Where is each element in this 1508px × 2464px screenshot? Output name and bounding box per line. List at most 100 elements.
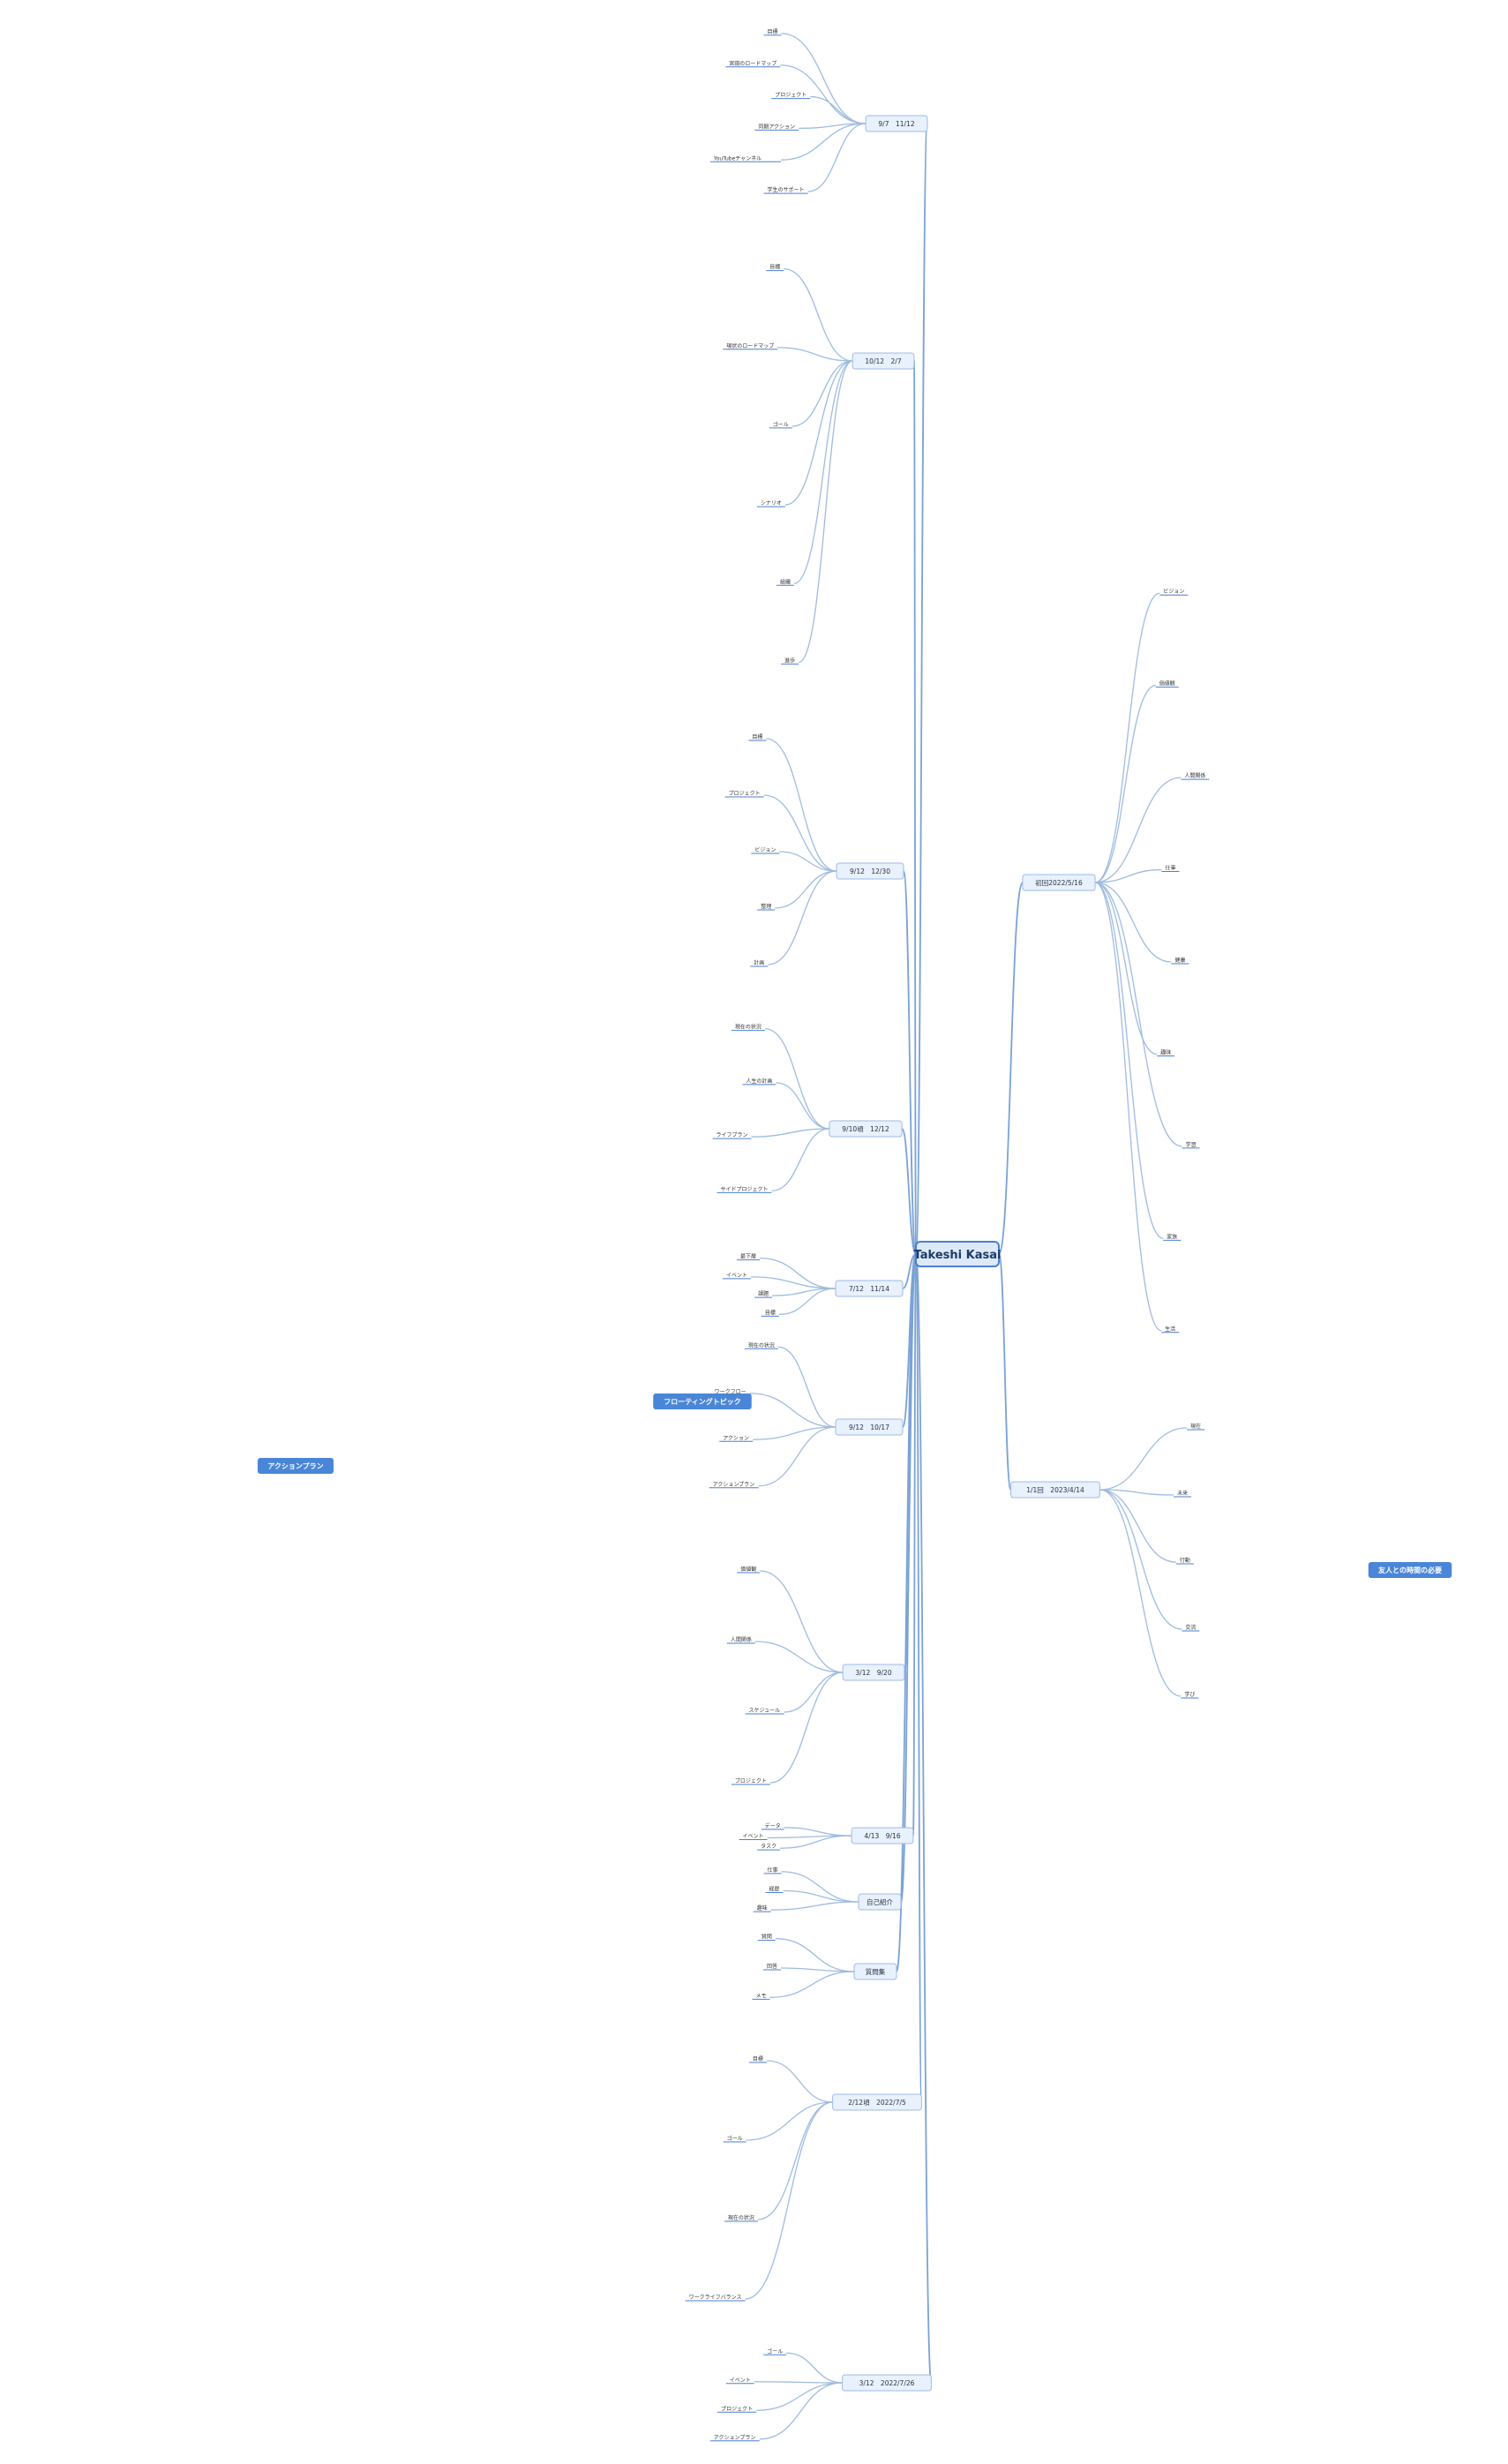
branch-node[interactable]: 同期アクション — [758, 123, 795, 130]
session-node[interactable] — [835, 1280, 904, 1297]
session-node[interactable] — [1022, 874, 1096, 891]
session-node[interactable] — [852, 352, 915, 370]
branch-node[interactable]: 目標 — [769, 264, 780, 271]
edge-branch — [766, 2060, 833, 2103]
branch-node[interactable]: 現在の状況 — [748, 1341, 775, 1348]
branch-node[interactable]: アクションプラン — [713, 1482, 755, 1488]
branch-node[interactable]: 行動 — [1180, 1557, 1190, 1564]
session-node[interactable] — [1010, 1481, 1100, 1499]
edge-branch — [1095, 882, 1182, 1147]
branch-node[interactable]: 目標 — [753, 2055, 763, 2062]
branch-node[interactable]: 回答 — [767, 1963, 777, 1970]
branch-node[interactable]: 健康 — [1174, 957, 1185, 964]
branch-node[interactable]: 交流 — [1185, 1624, 1196, 1631]
session-node[interactable] — [853, 1963, 897, 1980]
branch-node[interactable]: 目標 — [765, 1309, 776, 1316]
branch-node[interactable]: イベント — [730, 2378, 751, 2384]
branch-node[interactable]: YouTubeチャンネル — [713, 155, 762, 162]
branch-node[interactable]: 生活 — [1165, 1326, 1175, 1333]
branch-node[interactable]: アクション — [723, 1435, 749, 1441]
branch-node[interactable]: プロジェクト — [735, 1778, 767, 1784]
edge-branch — [754, 2381, 843, 2384]
branch-node[interactable]: プロジェクト — [729, 791, 761, 797]
branch-node[interactable]: 趣味 — [1160, 1048, 1171, 1055]
edge-branch — [763, 794, 837, 872]
edge-branch — [1099, 1489, 1182, 1697]
branch-node[interactable]: 課題 — [758, 1290, 769, 1297]
root-node[interactable] — [915, 1241, 1000, 1267]
branch-node[interactable]: 学習 — [1186, 1141, 1197, 1148]
branch-node[interactable]: ゴール — [773, 421, 789, 428]
branch-node[interactable]: 未来 — [1177, 1490, 1188, 1497]
branch-node[interactable]: 学び — [1184, 1691, 1195, 1698]
branch-node[interactable]: シナリオ — [761, 500, 782, 507]
branch-node[interactable]: イベント — [743, 1834, 764, 1840]
edge-branch — [786, 2352, 843, 2384]
branch-node[interactable]: 価値観 — [1159, 680, 1175, 687]
highlight-topic[interactable] — [653, 1394, 752, 1409]
branch-node[interactable]: ライフプラン — [716, 1132, 748, 1138]
branch-node[interactable]: 進歩 — [784, 657, 795, 664]
branch-node[interactable]: 経歴 — [769, 1886, 779, 1893]
branch-node[interactable]: 仕事 — [1165, 865, 1175, 872]
branch-node[interactable]: 最下層 — [740, 1254, 756, 1260]
edge-branch — [770, 1901, 859, 1911]
edge-root-session-7 — [912, 1253, 917, 1837]
branch-node[interactable]: 整理 — [761, 903, 771, 910]
branch-node[interactable]: 人生の計画 — [746, 1078, 772, 1085]
session-node[interactable] — [851, 1827, 914, 1844]
branch-node[interactable]: 宮田のロードマップ — [729, 60, 777, 67]
session-node[interactable] — [836, 862, 904, 880]
branch-node[interactable]: 目標 — [768, 28, 778, 35]
branch-node[interactable]: 仕事 — [768, 1867, 778, 1874]
branch-node[interactable]: プロジェクト — [721, 2406, 753, 2412]
branch-node[interactable]: 人間関係 — [1184, 772, 1205, 779]
edge-root-session-9 — [896, 1253, 917, 1972]
session-label: 初回2022/5/16 — [1035, 878, 1083, 887]
branch-node[interactable]: ゴール — [767, 2348, 783, 2355]
session-node[interactable] — [842, 2374, 932, 2392]
branch-node[interactable]: 組織 — [780, 578, 791, 585]
branch-node[interactable]: ワークフロー — [715, 1389, 746, 1395]
branch-node[interactable]: イベント — [726, 1273, 747, 1279]
branch-node[interactable]: 目標 — [752, 733, 762, 740]
branch-node[interactable]: スケジュール — [749, 1708, 781, 1714]
branch-node[interactable]: 質問 — [762, 1934, 772, 1941]
edge-branch — [754, 1641, 844, 1673]
branch-node[interactable]: ワークライフバランス — [689, 2295, 742, 2301]
session-node[interactable] — [832, 2093, 922, 2111]
edge-branch — [777, 347, 853, 362]
branch-node[interactable]: 学生のサポート — [768, 186, 805, 193]
branch-node[interactable]: 家族 — [1167, 1233, 1177, 1240]
branch-node[interactable]: アクションプラン — [714, 2435, 756, 2441]
branch-node[interactable]: ビジョン — [754, 846, 776, 853]
branch-node[interactable]: 現在の状況 — [728, 2214, 754, 2221]
branch-node[interactable]: サイドプロジェクト — [720, 1186, 768, 1192]
branch-node[interactable]: 現在の状況 — [735, 1024, 762, 1031]
branch-node[interactable]: 価値観 — [740, 1566, 756, 1573]
session-node[interactable] — [829, 1120, 903, 1138]
branch-node[interactable]: プロジェクト — [775, 93, 807, 99]
branch-node[interactable]: ゴール — [727, 2135, 743, 2142]
branch-node[interactable]: 計画 — [754, 959, 764, 966]
session-node[interactable] — [865, 115, 928, 132]
branch-node[interactable]: ビジョン — [1163, 588, 1184, 595]
session-node[interactable] — [842, 1664, 905, 1681]
branch-node[interactable]: 現在 — [1190, 1423, 1201, 1430]
edge-branch — [784, 360, 853, 506]
branch-node[interactable]: メモ — [755, 1993, 766, 1999]
branch-node[interactable]: 現状のロードマップ — [726, 342, 774, 349]
highlight-topic[interactable] — [258, 1458, 334, 1474]
branch-node[interactable]: 人間関係 — [731, 1636, 752, 1643]
edge-branch — [775, 1938, 855, 1972]
edge-branch — [769, 1971, 855, 1998]
edge-branch — [775, 870, 837, 909]
edge-branch — [780, 123, 867, 161]
session-node[interactable] — [858, 1893, 902, 1911]
session-node[interactable] — [835, 1418, 904, 1436]
highlight-topic[interactable] — [1368, 1562, 1452, 1578]
branch-node[interactable]: 趣味 — [757, 1904, 768, 1912]
branch-node[interactable]: タスク — [761, 1843, 777, 1850]
branch-node[interactable]: データ — [765, 1822, 781, 1829]
